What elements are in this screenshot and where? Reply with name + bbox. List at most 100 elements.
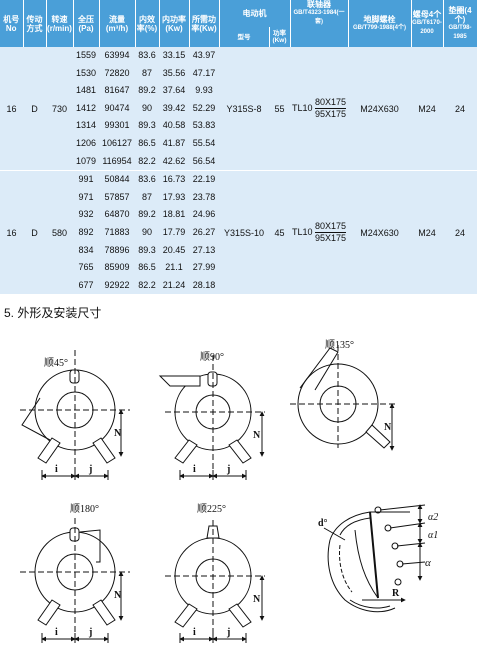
group1-nut: M24: [411, 47, 443, 172]
label-d: d°: [318, 518, 328, 529]
cell: 892: [78, 226, 94, 237]
label-R: R: [392, 588, 400, 599]
drawing-rotation-180: 顺180° N i j: [20, 503, 130, 643]
cell: 99301: [104, 120, 130, 131]
cell: 83.6: [138, 174, 156, 185]
label-alpha: α: [425, 557, 431, 569]
header-machine-no: 机号No: [0, 0, 24, 47]
cell: 72820: [104, 67, 130, 78]
label-N-1: N: [114, 428, 122, 439]
cell: 1412: [75, 102, 97, 113]
group2-shaft-power-col: 16.73 17.93 18.81 17.79 20.45 21.1 21.24: [159, 170, 189, 295]
cell: 87: [141, 191, 152, 202]
label-N-3: N: [384, 422, 392, 433]
group2-efficiency-col: 83.6 87 89.2 90 89.3 86.5 82.2: [135, 170, 159, 295]
label-j-5: j: [226, 627, 230, 638]
label-j-2: j: [226, 464, 230, 475]
cell: 43.97: [192, 50, 216, 60]
cell: 89.3: [138, 244, 156, 255]
group1-shaft-power-col: 33.15 35.56 37.64 39.42 40.58 41.87 42.6…: [159, 47, 189, 172]
cell: 50844: [104, 174, 130, 185]
cell: 28.18: [192, 279, 216, 290]
cell: 53.83: [192, 120, 216, 131]
group2-speed: 580: [46, 170, 73, 295]
cell: 90: [141, 102, 152, 113]
cell: 89.2: [138, 209, 156, 220]
label-j-1: j: [88, 464, 92, 475]
label-N-5: N: [253, 594, 261, 605]
cell: 21.24: [162, 279, 186, 290]
drawing-rotation-135: 顺135° N: [290, 339, 395, 451]
drawing-rotation-45: 顺45° N i j: [20, 350, 130, 480]
drawing-outlet-detail: α2 α1 α d° R: [318, 504, 438, 613]
label-i-2: i: [193, 464, 196, 475]
label-rot135: 顺135°: [325, 339, 354, 351]
group1-drive: D: [23, 47, 46, 172]
cell: 20.45: [162, 244, 186, 255]
cell: 16.73: [162, 174, 186, 185]
header-pressure: 全压(Pa): [73, 0, 100, 47]
section-title: 5. 外形及安装尺寸: [4, 306, 102, 320]
cell: 87: [141, 67, 152, 78]
group1-flow-col: 63994 72820 81647 90474 99301 106127 116…: [99, 47, 135, 172]
cell: 21.1: [165, 262, 183, 273]
cell: 1559: [75, 50, 97, 60]
group2-motor-power: 45: [269, 170, 290, 295]
cell: 1530: [75, 67, 97, 78]
cell: 834: [78, 244, 94, 255]
group1-anchor-bolt: M24X630: [348, 47, 411, 172]
cell: 932: [78, 209, 94, 220]
group1-motor-power: 55: [269, 47, 290, 172]
cell: 42.62: [162, 155, 186, 166]
group1-motor-model: Y315S-8: [219, 47, 269, 172]
header-shaft-power: 内功率(Kw): [159, 0, 190, 47]
label-rot90: 顺90°: [200, 351, 224, 363]
group1-speed: 730: [46, 47, 73, 172]
drawing-rotation-225: 顺225° N i j: [165, 503, 265, 643]
group2-washer: 24: [443, 170, 477, 295]
group1-efficiency-col: 83.6 87 89.2 90 89.3 86.5 82.2: [135, 47, 159, 172]
cell: 63994: [104, 50, 130, 60]
label-rot180: 顺180°: [70, 503, 99, 515]
cell: 57857: [104, 191, 130, 202]
installation-drawings: 顺45° N i j 顺90° N i j 顺135°: [20, 339, 438, 643]
cell: 64870: [104, 209, 130, 220]
cell: 17.93: [162, 191, 186, 202]
cell: 81647: [104, 85, 130, 96]
cell: 41.87: [162, 137, 186, 148]
header-speed: 转速(r/min): [46, 0, 74, 47]
label-i-5: i: [193, 627, 196, 638]
label-j-4: j: [88, 627, 92, 638]
cell: 37.64: [162, 85, 186, 96]
cell: 22.19: [192, 174, 216, 185]
cell: 35.56: [162, 67, 186, 78]
header-coupling-blank: [290, 27, 349, 47]
cell: 86.5: [138, 137, 156, 148]
cell: 39.42: [162, 102, 186, 113]
label-i-1: i: [55, 464, 58, 475]
cell: 90474: [104, 102, 130, 113]
cell: 52.29: [192, 102, 216, 113]
cell: 765: [78, 262, 94, 273]
label-alpha2: α2: [428, 512, 438, 523]
group2-nut: M24: [411, 170, 443, 295]
cell: 1314: [75, 120, 97, 131]
cell: 116954: [102, 155, 132, 166]
cell: 1481: [75, 85, 97, 96]
cell: 82.2: [138, 279, 156, 290]
cell: 1206: [75, 137, 97, 148]
cell: 9.93: [195, 85, 213, 96]
cell: 24.96: [192, 209, 216, 220]
header-motor-power: 功率(Kw): [269, 27, 291, 47]
cell: 71883: [104, 226, 130, 237]
cell: 26.27: [192, 226, 216, 237]
group2-anchor-bolt: M24X630: [348, 170, 411, 295]
header-washer: 垫圈(4个)GB/T98-1985: [443, 0, 477, 47]
group2-motor-model: Y315S-10: [219, 170, 269, 295]
group1-pressure-col: 1559 1530 1481 1412 1314 1206 1079: [73, 47, 99, 172]
group1-required-power-col: 43.97 47.17 9.93 52.29 53.83 55.54 56.54: [189, 47, 219, 172]
cell: 55.54: [192, 137, 216, 148]
